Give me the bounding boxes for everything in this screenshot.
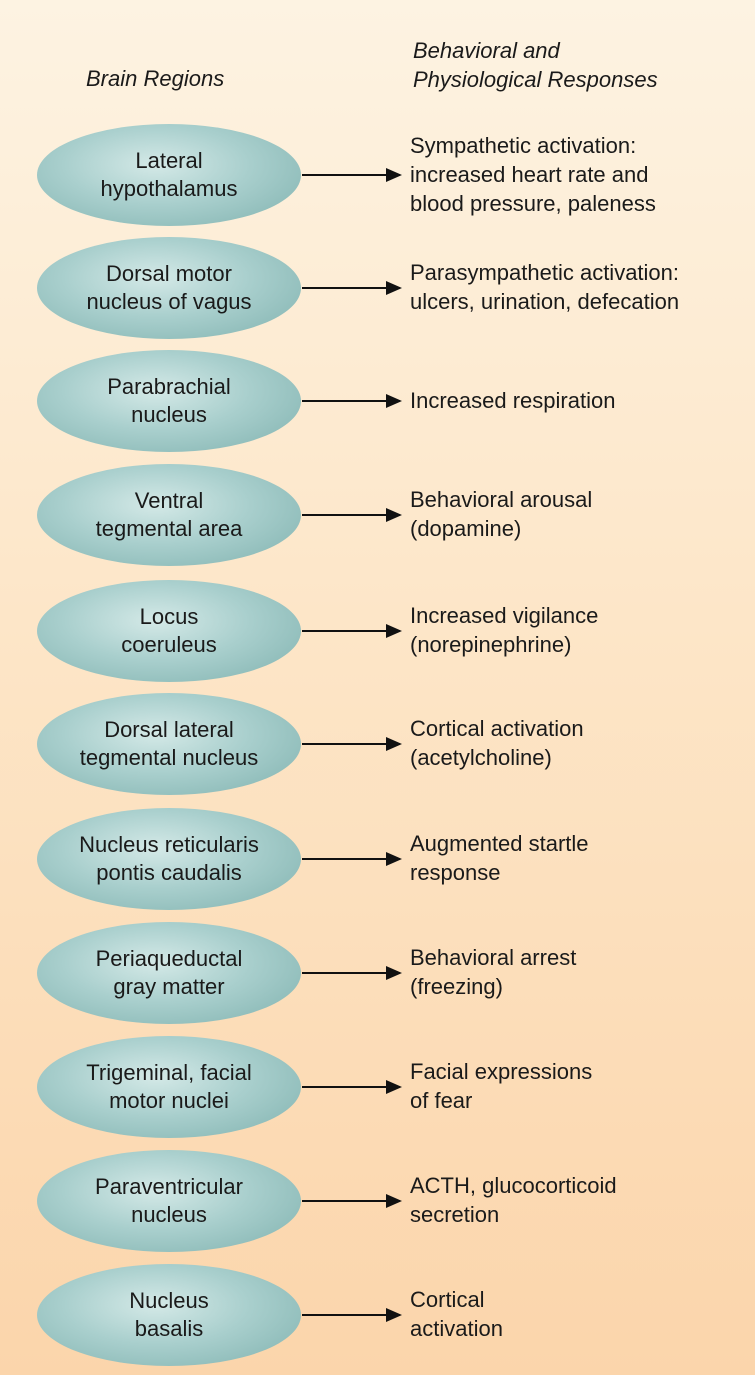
response-line: (dopamine) bbox=[410, 516, 522, 541]
response-line: Sympathetic activation: bbox=[410, 132, 637, 158]
arrow-connector bbox=[302, 1194, 402, 1208]
response-line: Cortical activation bbox=[410, 716, 584, 741]
responses-header-line-1: Behavioral and bbox=[413, 38, 560, 63]
response-text: Increased vigilance (norepinephrine) bbox=[410, 601, 598, 659]
brain-region-label: Trigeminal, facial bbox=[86, 1060, 252, 1085]
brain-region-label: Dorsal lateral bbox=[104, 717, 234, 742]
arrow-connector bbox=[302, 168, 402, 182]
arrow-connector bbox=[302, 394, 402, 408]
response-line: Behavioral arrest bbox=[410, 945, 577, 970]
brain-region-label: Paraventricular bbox=[95, 1174, 243, 1199]
arrow-connector bbox=[302, 1308, 402, 1322]
response-text: Increased respiration bbox=[410, 386, 615, 415]
brain-region-label: gray matter bbox=[113, 974, 225, 999]
brain-region-label: Dorsal motor bbox=[106, 261, 232, 286]
diagram-row: Dorsal motor nucleus of vagus Parasympathe… bbox=[0, 237, 755, 339]
brain-region-label: hypothalamus bbox=[100, 176, 238, 201]
response-line: Facial expressions bbox=[410, 1059, 593, 1084]
diagram-row: Lateral hypothalamus Sympathetic activatio… bbox=[0, 124, 755, 226]
response-line: ulcers, urination, defecation bbox=[410, 289, 680, 314]
response-line: Increased respiration bbox=[410, 387, 616, 413]
brain-region-label: coeruleus bbox=[121, 632, 217, 657]
brain-region-node: Paraventricular nucleus bbox=[37, 1150, 301, 1252]
brain-region-label: Periaqueductal bbox=[95, 946, 243, 971]
arrow-connector bbox=[302, 508, 402, 522]
brain-region-label: tegmental area bbox=[95, 516, 243, 541]
response-line: Parasympathetic activation: bbox=[410, 260, 680, 285]
response-line: response bbox=[410, 860, 501, 885]
arrow-connector bbox=[302, 966, 402, 980]
brain-region-label: Parabrachial bbox=[107, 374, 231, 399]
diagram-row: Periaqueductal gray matter Behavioral arre… bbox=[0, 922, 755, 1024]
response-text: Augmented startle response bbox=[410, 829, 589, 887]
brain-region-label: nucleus of vagus bbox=[86, 289, 252, 314]
response-line: Augmented startle bbox=[410, 831, 589, 856]
response-line: (acetylcholine) bbox=[410, 745, 552, 770]
arrow-connector bbox=[302, 737, 402, 751]
response-text: Cortical activation bbox=[410, 1285, 503, 1343]
arrow-connector bbox=[302, 281, 402, 295]
responses-header-line-2: Physiological Responses bbox=[413, 67, 658, 92]
response-line: Increased vigilance bbox=[410, 603, 599, 628]
response-text: Parasympathetic activation: ulcers, urina… bbox=[410, 258, 679, 316]
response-text: Behavioral arrest (freezing) bbox=[410, 943, 576, 1001]
brain-regions-header: Brain Regions bbox=[86, 66, 225, 91]
brain-region-label: Ventral bbox=[134, 488, 204, 513]
response-line: increased heart rate and bbox=[410, 161, 649, 187]
arrow-connector bbox=[302, 852, 402, 866]
response-text: Behavioral arousal (dopamine) bbox=[410, 485, 592, 543]
brain-region-node: Dorsal motor nucleus of vagus bbox=[37, 237, 301, 339]
diagram-row: Parabrachial nucleus Increased respiration bbox=[0, 350, 755, 452]
response-line: of fear bbox=[410, 1088, 473, 1113]
diagram-row: Dorsal lateral tegmental nucleus Cortical … bbox=[0, 693, 755, 795]
brain-region-node: Ventral tegmental area bbox=[37, 464, 301, 566]
diagram-row: Trigeminal, facial motor nuclei Facial exp… bbox=[0, 1036, 755, 1138]
arrow-connector bbox=[302, 624, 402, 638]
brain-region-label: pontis caudalis bbox=[96, 860, 242, 885]
diagram-row: Locus coeruleus Increased vigilance (norepi… bbox=[0, 580, 755, 682]
diagram-row: Ventral tegmental area Behavioral arousal (… bbox=[0, 464, 755, 566]
diagram-row: Nucleus reticularis pontis caudalis Augmen… bbox=[0, 808, 755, 910]
brain-region-label: nucleus bbox=[131, 1202, 207, 1227]
response-line: (freezing) bbox=[410, 974, 503, 999]
response-line: activation bbox=[410, 1316, 503, 1341]
brain-region-label: basalis bbox=[134, 1316, 204, 1341]
brain-region-label: Locus bbox=[139, 604, 199, 629]
brain-region-node: Locus coeruleus bbox=[37, 580, 301, 682]
responses-header: Behavioral and Physiological Responses bbox=[413, 36, 658, 94]
response-line: Behavioral arousal bbox=[410, 487, 593, 512]
response-text: Facial expressions of fear bbox=[410, 1057, 592, 1115]
brain-region-node: Parabrachial nucleus bbox=[37, 350, 301, 452]
response-text: Sympathetic activation: increased heart r… bbox=[410, 131, 656, 218]
brain-region-node: Dorsal lateral tegmental nucleus bbox=[37, 693, 301, 795]
brain-region-node: Nucleus basalis bbox=[37, 1264, 301, 1366]
brain-region-label: Nucleus bbox=[129, 1288, 209, 1313]
response-line: blood pressure, paleness bbox=[410, 190, 656, 216]
brain-region-label: Lateral bbox=[135, 148, 203, 173]
brain-region-label: tegmental nucleus bbox=[79, 745, 259, 770]
brain-region-label: motor nuclei bbox=[109, 1088, 229, 1113]
brain-region-label: nucleus bbox=[131, 402, 207, 427]
response-text: Cortical activation (acetylcholine) bbox=[410, 714, 584, 772]
brain-region-node: Lateral hypothalamus bbox=[37, 124, 301, 226]
brain-region-node: Periaqueductal gray matter bbox=[37, 922, 301, 1024]
response-line: secretion bbox=[410, 1202, 500, 1227]
brain-region-label: Nucleus reticularis bbox=[79, 832, 259, 857]
response-line: Cortical bbox=[410, 1287, 485, 1312]
response-line: (norepinephrine) bbox=[410, 632, 572, 657]
diagram-row: Nucleus basalis Cortical activation bbox=[0, 1264, 755, 1366]
brain-region-node: Trigeminal, facial motor nuclei bbox=[37, 1036, 301, 1138]
diagram-row: Paraventricular nucleus ACTH, glucocortico… bbox=[0, 1150, 755, 1252]
response-text: ACTH, glucocorticoid secretion bbox=[410, 1171, 617, 1229]
response-line: ACTH, glucocorticoid bbox=[410, 1173, 617, 1198]
arrow-connector bbox=[302, 1080, 402, 1094]
brain-region-node: Nucleus reticularis pontis caudalis bbox=[37, 808, 301, 910]
